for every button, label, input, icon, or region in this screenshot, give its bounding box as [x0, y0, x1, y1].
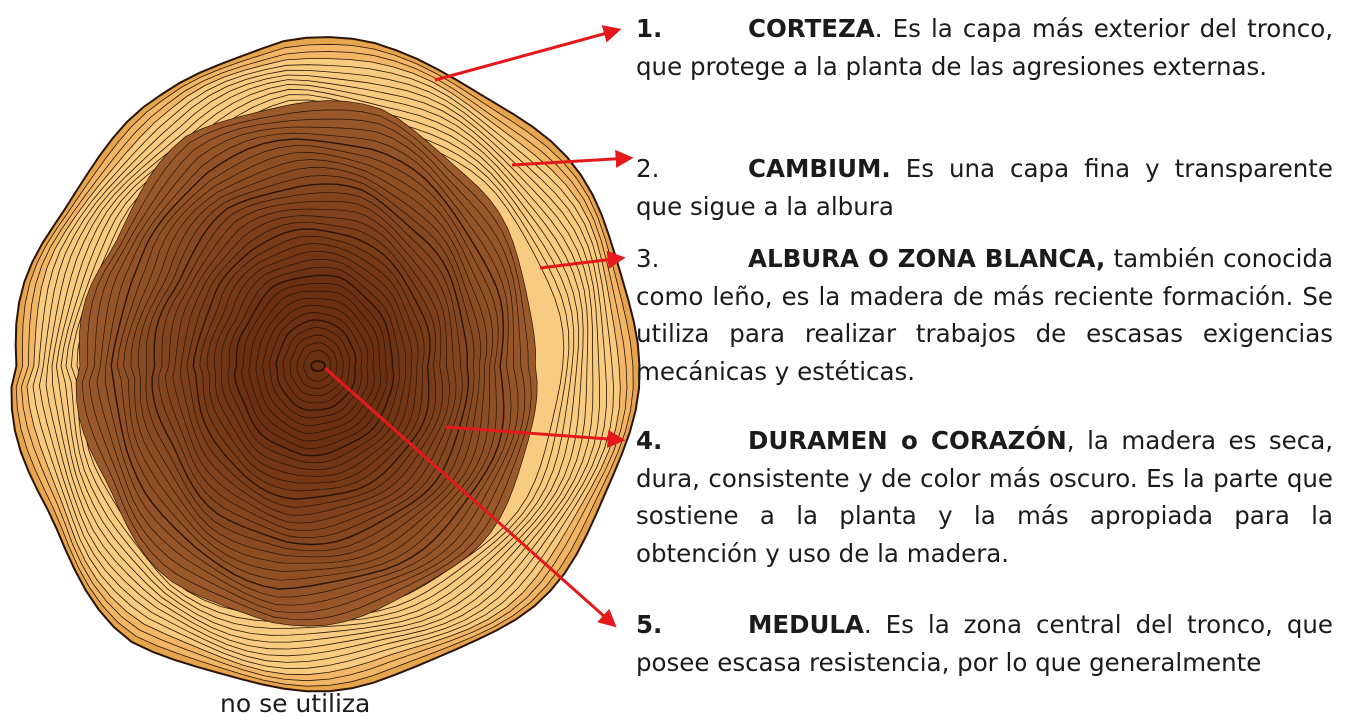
item-term: ALBURA O ZONA BLANCA, — [748, 244, 1106, 273]
arrow-duramen — [445, 425, 626, 448]
item-medula: 5. MEDULA. Es la zona central del tronco,… — [636, 606, 1333, 681]
item-cambium: 2. CAMBIUM. Es una capa fina y transparen… — [636, 150, 1333, 225]
trunk-cross-section — [10, 36, 641, 693]
item-description: . Es la zona central del tronco, que pos… — [636, 610, 1333, 677]
item-term: DURAMEN o CORAZÓN — [748, 426, 1067, 455]
arrow-medula — [324, 366, 617, 628]
item-number: 3. — [636, 244, 660, 273]
item-description: Es una capa fina y transparente que sigu… — [636, 154, 1333, 221]
arrow-albura — [539, 250, 626, 270]
item-number: 4. — [636, 426, 663, 455]
item-term: MEDULA — [748, 610, 864, 639]
arrow-cambium — [511, 149, 634, 168]
item-corteza: 1. CORTEZA. Es la capa más exterior del t… — [636, 10, 1333, 85]
item-number: 1. — [636, 14, 663, 43]
item-term: CORTEZA — [748, 14, 875, 43]
item-number: 5. — [636, 610, 663, 639]
footer-text: no se utiliza — [220, 689, 371, 718]
item-description: también conocida como leño, es la madera… — [636, 244, 1333, 386]
item-term: CAMBIUM. — [748, 154, 891, 183]
item-description: . Es la capa más exterior del tronco, qu… — [636, 14, 1333, 81]
item-number: 2. — [636, 154, 660, 183]
item-description: , la madera es seca, dura, consistente y… — [636, 426, 1333, 568]
item-duramen: 4. DURAMEN o CORAZÓN, la madera es seca, … — [636, 422, 1333, 572]
pointer-arrows — [324, 25, 634, 628]
arrow-corteza — [434, 25, 622, 82]
item-albura: 3. ALBURA O ZONA BLANCA, también conocida… — [636, 240, 1333, 390]
pith — [310, 360, 326, 372]
